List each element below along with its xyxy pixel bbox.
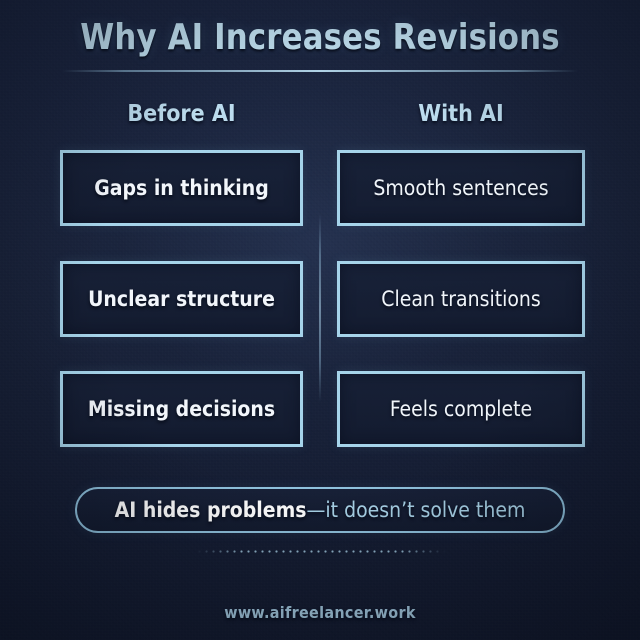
with-ai-card-1: Smooth sentences xyxy=(337,150,585,226)
before-ai-card-1-label: Gaps in thinking xyxy=(94,176,269,200)
column-header-with-ai: With AI xyxy=(418,101,504,127)
footer-dotted-divider xyxy=(196,550,446,553)
callout-text: AI hides problems—it doesn’t solve them xyxy=(115,498,526,522)
callout-rest: —it doesn’t solve them xyxy=(306,498,526,522)
footer-url: www.aifreelancer.work xyxy=(224,603,416,622)
before-ai-card-3-label: Missing decisions xyxy=(87,397,276,421)
page-title: Why AI Increases Revisions xyxy=(80,17,560,58)
with-ai-card-3: Feels complete xyxy=(337,371,585,447)
column-divider xyxy=(319,214,321,402)
with-ai-card-1-label: Smooth sentences xyxy=(373,176,549,200)
before-ai-card-2: Unclear structure xyxy=(60,261,303,337)
before-ai-card-1: Gaps in thinking xyxy=(60,150,303,226)
callout-banner: AI hides problems—it doesn’t solve them xyxy=(75,487,565,533)
callout-strong: AI hides problems xyxy=(114,498,307,522)
before-ai-card-2-label: Unclear structure xyxy=(88,287,275,311)
title-divider xyxy=(62,70,578,72)
with-ai-card-2-label: Clean transitions xyxy=(381,287,541,311)
with-ai-card-3-label: Feels complete xyxy=(389,397,533,421)
before-ai-card-3: Missing decisions xyxy=(60,371,303,447)
column-header-before-ai: Before AI xyxy=(127,101,236,127)
with-ai-card-2: Clean transitions xyxy=(337,261,585,337)
